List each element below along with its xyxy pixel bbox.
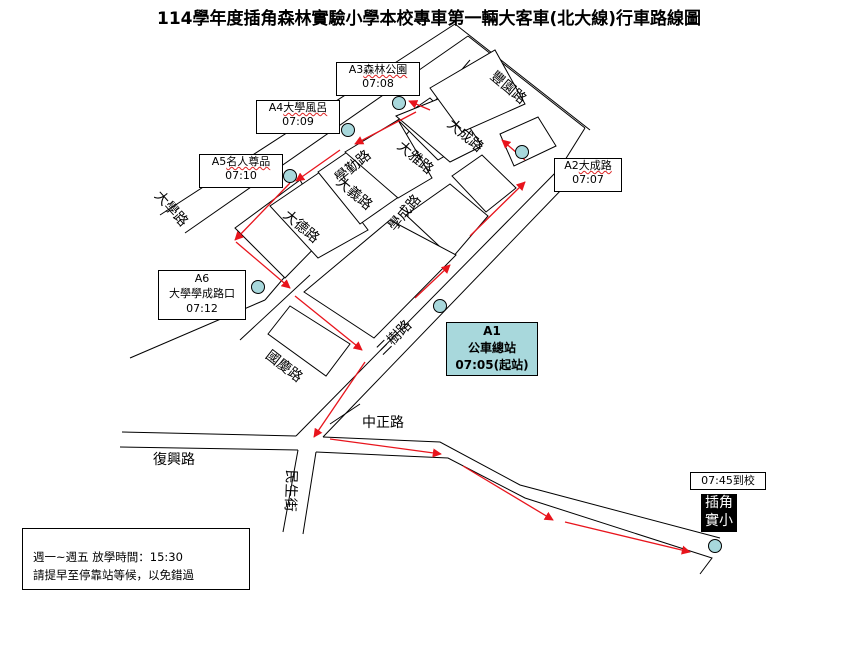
stop-name: 名人尊品 [226, 155, 271, 168]
block [395, 94, 483, 163]
stop-label-a4: A4大學風呂 07:09 [256, 100, 340, 134]
map-title: 114學年度插角森林實驗小學本校專車第一輛大客車(北大線)行車路線圖 [156, 9, 702, 29]
stop-dot-a1 [433, 299, 447, 313]
notice-line-2: 請提早至停靠站等候，以免錯過 [33, 568, 194, 582]
stop-label-a2: A2大成路 07:07 [554, 158, 622, 192]
stop-name: 森林公園 [363, 63, 408, 76]
road-label-fuxing: 復興路 [153, 452, 195, 468]
dismissal-notice: 週一~週五 放學時間：15:30 請提早至停靠站等候，以免錯過 [22, 528, 250, 590]
block [267, 305, 351, 377]
stop-time: 07:12 [186, 302, 218, 315]
block [429, 49, 526, 133]
arrival-time: 07:45到校 [690, 472, 766, 490]
stop-dot-a3 [392, 96, 406, 110]
block [499, 116, 557, 167]
stop-code: A2 [564, 159, 579, 172]
stop-time: 07:09 [282, 115, 314, 128]
stop-dot-a4 [341, 123, 355, 137]
stop-name: 大成路 [578, 159, 612, 172]
stop-label-a6: A6 大學學成路口 07:12 [158, 270, 246, 320]
stop-markers [251, 96, 722, 553]
stop-code: A5 [211, 155, 227, 168]
stop-code: A3 [348, 63, 364, 76]
stop-time: 07:05(起站) [455, 358, 529, 372]
block [405, 183, 489, 259]
stop-time: 07:07 [572, 173, 604, 186]
block [303, 219, 457, 339]
stop-dot-a5 [283, 169, 297, 183]
stop-dot-a6 [251, 280, 265, 294]
road-label-minsheng: 民生街 [281, 469, 300, 512]
stop-time: 07:10 [225, 169, 257, 182]
stop-label-a3: A3森林公園 07:08 [336, 62, 420, 96]
block [269, 169, 369, 259]
stop-name: 大學風呂 [283, 101, 328, 114]
school-name-line2: 實小 [705, 513, 733, 529]
route-line [234, 100, 691, 555]
school-label: 插角 實小 [701, 494, 737, 532]
stop-code: A1 [483, 324, 501, 338]
stop-name: 公車總站 [467, 341, 516, 355]
stop-name: 大學學成路口 [169, 287, 235, 300]
notice-line-1: 週一~週五 放學時間：15:30 [33, 550, 183, 564]
stop-time: 07:08 [362, 77, 394, 90]
stop-code: A4 [268, 101, 284, 114]
stop-label-a1: A1 公車總站 07:05(起站) [446, 322, 538, 376]
stop-dot-a2 [515, 145, 529, 159]
stop-code: A6 [194, 272, 210, 285]
city-blocks [234, 49, 557, 377]
road-label-zhongzheng: 中正路 [362, 415, 404, 431]
stop-label-a5: A5名人尊品 07:10 [199, 154, 283, 188]
stop-dot-school [708, 539, 722, 553]
school-name-line1: 插角 [705, 495, 733, 511]
